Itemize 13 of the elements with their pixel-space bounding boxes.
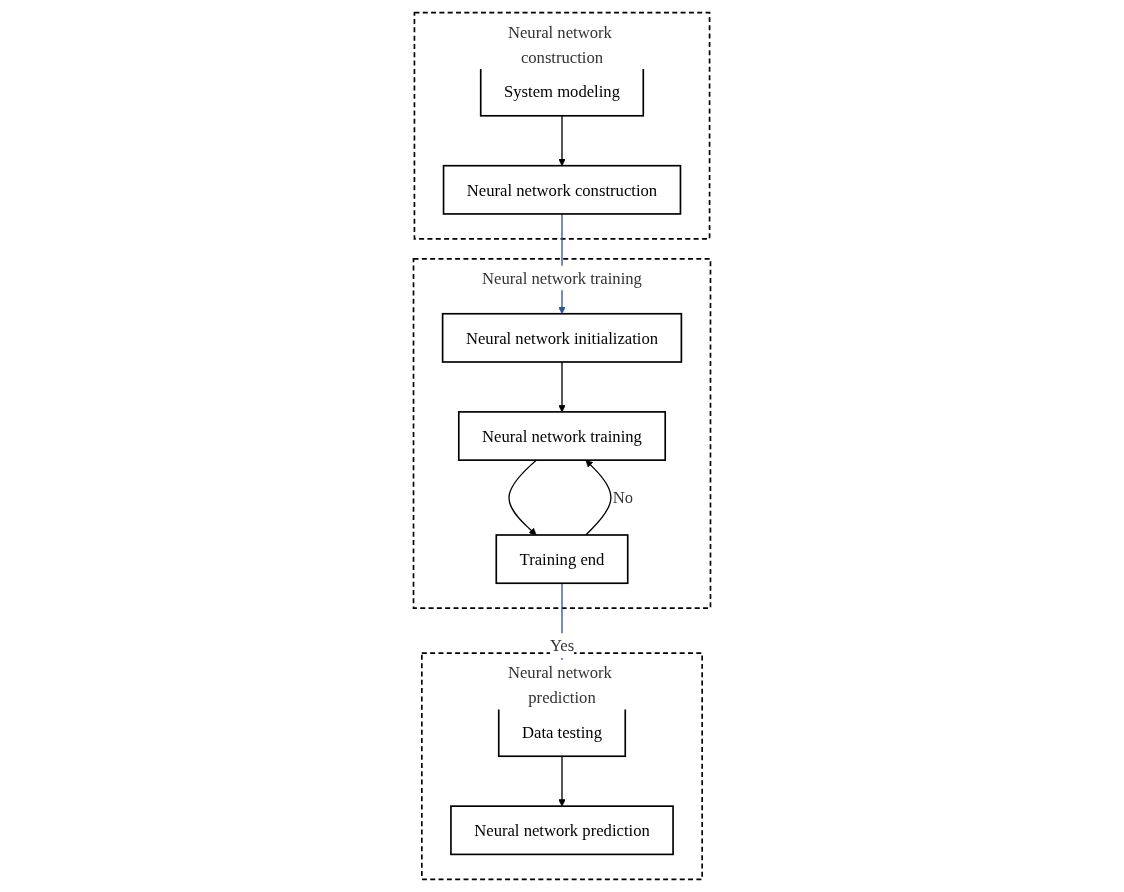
arrow	[558, 755, 566, 807]
arrow	[585, 459, 612, 536]
arrow	[558, 115, 566, 167]
edge-label: No	[612, 488, 634, 507]
node-box: Neural network initialization	[441, 312, 683, 363]
arrow	[558, 361, 566, 413]
node-box: Neural network prediction	[450, 805, 674, 856]
edge-label: Yes	[549, 636, 575, 655]
node-box: Data testing	[497, 707, 627, 758]
node-box: Neural network training	[457, 411, 667, 461]
node-box: Neural network construction	[442, 164, 682, 215]
arrow	[508, 459, 537, 536]
node-box: Training end	[495, 534, 629, 585]
